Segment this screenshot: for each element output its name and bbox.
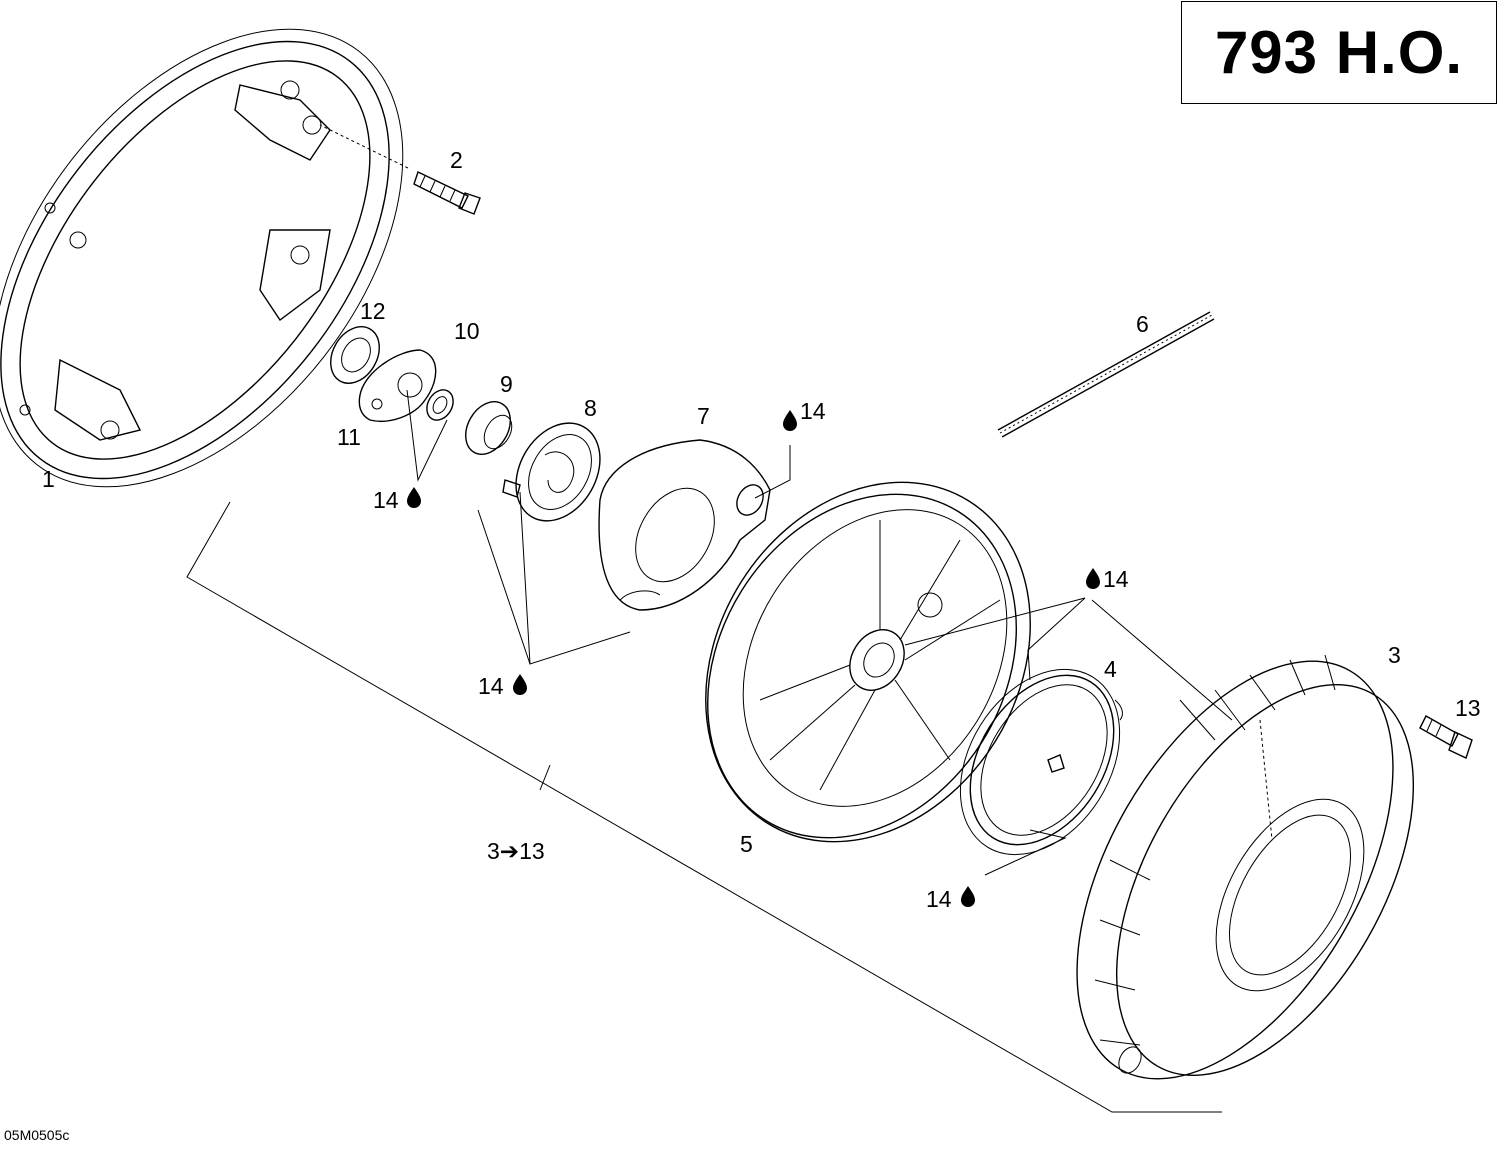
svg-text:14: 14 xyxy=(800,398,826,424)
model-title-box: 793 H.O. xyxy=(1181,1,1497,104)
part-8-spring-cup[interactable] xyxy=(499,408,617,536)
callout-14-bottom: 14 xyxy=(926,886,975,912)
svg-text:14: 14 xyxy=(1103,566,1129,592)
callout-4: 4 xyxy=(1104,656,1117,682)
callout-3: 3 xyxy=(1388,642,1401,668)
part-4-recoil-spring[interactable] xyxy=(928,640,1153,884)
callout-9: 9 xyxy=(500,371,513,397)
callout-11: 11 xyxy=(337,424,361,450)
model-title: 793 H.O. xyxy=(1214,19,1464,86)
part-5-pulley[interactable] xyxy=(640,421,1096,902)
callout-10: 10 xyxy=(454,318,480,344)
callout-2: 2 xyxy=(450,147,463,173)
callout-labels: 1 2 3 4 5 6 7 8 9 10 11 12 13 14 14 14 1… xyxy=(42,147,1481,912)
callout-14-middle: 14 xyxy=(478,673,527,699)
callout-8: 8 xyxy=(584,395,597,421)
leader-lines xyxy=(186,389,1233,1113)
callout-14-left: 14 xyxy=(373,487,421,513)
callout-14-right: 14 xyxy=(1086,566,1129,592)
reference-code: 05M0505c xyxy=(4,1127,70,1143)
svg-text:14: 14 xyxy=(373,487,399,513)
part-1-housing-ring[interactable] xyxy=(0,0,485,563)
grease-drop-icon xyxy=(407,487,421,508)
part-9-bushing[interactable] xyxy=(457,394,520,462)
callout-12: 12 xyxy=(360,298,386,324)
part-12-bearing[interactable] xyxy=(321,318,389,392)
part-13-bolt[interactable] xyxy=(1419,715,1473,759)
grease-drop-icon xyxy=(783,410,797,431)
callout-5: 5 xyxy=(740,831,753,857)
grease-drop-icon xyxy=(1086,568,1100,589)
part-3-cover[interactable] xyxy=(1012,608,1475,1131)
grease-drop-icon xyxy=(961,886,975,907)
callout-6: 6 xyxy=(1136,311,1149,337)
part-2-screw[interactable] xyxy=(319,124,481,215)
part-11-plate[interactable] xyxy=(358,349,437,422)
part-10-ring[interactable] xyxy=(422,385,459,425)
svg-text:14: 14 xyxy=(478,673,504,699)
callout-range-3-13: 3➔13 xyxy=(487,838,545,864)
callout-13: 13 xyxy=(1455,695,1481,721)
grease-drop-icon xyxy=(513,674,527,695)
part-6-rope[interactable] xyxy=(997,311,1215,438)
callout-1: 1 xyxy=(42,466,55,492)
svg-text:14: 14 xyxy=(926,886,952,912)
callout-14-top: 14 xyxy=(783,398,826,431)
callout-7: 7 xyxy=(697,403,710,429)
part-7-cam[interactable] xyxy=(598,439,771,611)
